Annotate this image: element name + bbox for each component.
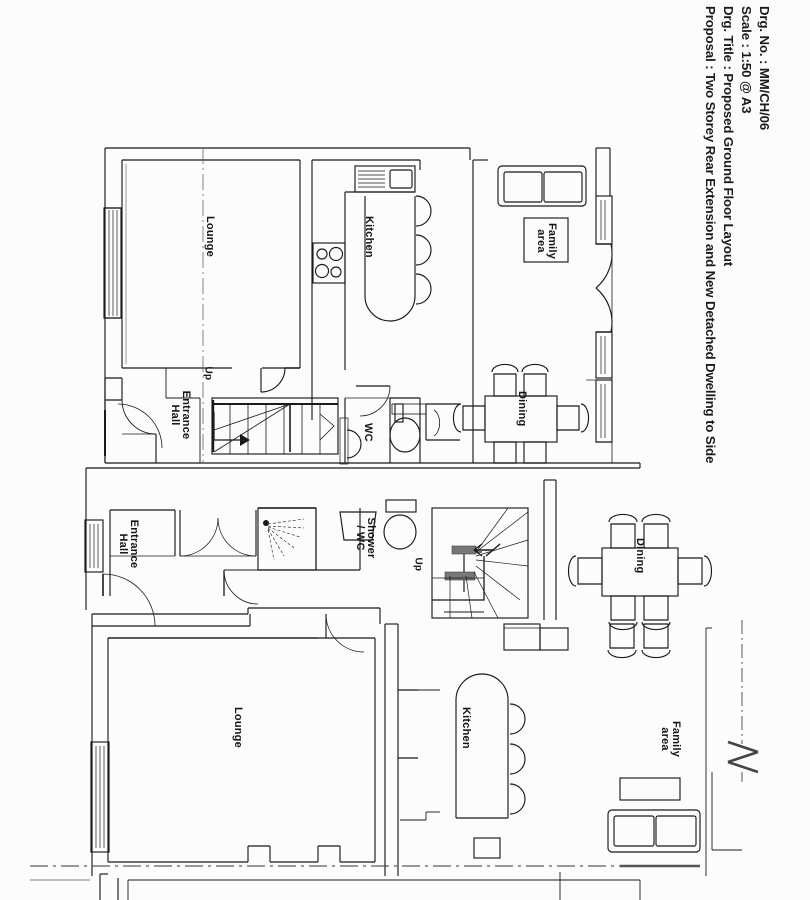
family-area-lower-line2: area (659, 727, 671, 751)
room-label-shower-wc: Shower / WC (354, 512, 377, 564)
lower-unit-outline (91, 607, 381, 876)
family-area-line2: area (535, 229, 547, 253)
stair-up-label-lower: Up (412, 557, 424, 572)
family-area-lower-line1: Family (670, 720, 682, 758)
upper-wc (339, 385, 427, 465)
room-label-dining-lower: Dining (634, 538, 646, 574)
lower-lounge-window (90, 741, 110, 853)
lower-unit-top-wall (85, 463, 641, 610)
kitchen-hob-upper (312, 242, 346, 284)
family-unit-upper (523, 217, 569, 263)
shower-wc-line2: / WC (354, 525, 366, 551)
entrance-hall-lower-line1: Entrance (128, 519, 140, 569)
title-block-drawing-number: Drg. No. : MM/CH/06 (757, 6, 772, 131)
entrance-hall-line2: Hall (169, 404, 181, 426)
room-label-wc-upper: WC (362, 423, 374, 442)
title-block: Proposal : Two Storey Rear Extension and… (700, 0, 810, 900)
room-label-lounge-lower: Lounge (232, 707, 244, 748)
lower-chairs-top (607, 623, 671, 659)
upper-right-wall (586, 147, 613, 463)
bottom-partial-plan (99, 872, 641, 900)
room-label-family-area-upper: Family area (535, 219, 558, 263)
entrance-hall-lower-line2: Hall (117, 533, 129, 555)
upper-store (425, 403, 460, 441)
room-label-entrance-hall-lower: Entrance Hall (117, 516, 140, 572)
family-unit-lower (619, 777, 681, 801)
lower-lounge-walls (92, 614, 376, 863)
stair-up-label-upper: Up (202, 366, 214, 381)
kitchen-stools-upper (415, 195, 432, 305)
title-block-drawing-title: Drg. Title : Proposed Ground Floor Layou… (721, 6, 736, 267)
lower-corridor (384, 623, 418, 876)
title-block-proposal: Proposal : Two Storey Rear Extension and… (703, 6, 718, 464)
dining-set-lower (567, 513, 713, 631)
lower-lounge-door (325, 613, 365, 653)
lower-stair (431, 507, 529, 619)
family-area-line1: Family (546, 222, 558, 260)
dining-set-upper (452, 363, 590, 464)
family-sofa-upper (497, 165, 587, 207)
title-block-scale: Scale : 1:50 @ A3 (739, 6, 754, 114)
room-label-dining-upper: Dining (516, 391, 528, 427)
kitchen-sink-upper (354, 165, 416, 193)
upper-lounge-walls (121, 159, 301, 369)
shower-wc (223, 499, 417, 605)
lower-right-wall (705, 627, 712, 876)
room-label-entrance-hall-upper: Entrance Hall (169, 387, 192, 443)
upper-hall-stair-wc (104, 377, 339, 463)
upper-kitchen-walls (311, 159, 421, 420)
upper-right-inner-wall (472, 159, 488, 463)
shower-wc-line1: Shower (365, 517, 377, 559)
site-boundary-and-break (711, 620, 759, 851)
room-label-family-area-lower: Family area (659, 717, 682, 761)
upper-lounge-door (260, 367, 300, 393)
lower-kitchen (400, 623, 569, 859)
room-label-kitchen-lower: Kitchen (460, 707, 472, 749)
family-sofa-lower (607, 809, 701, 853)
entrance-hall-line1: Entrance (180, 390, 192, 440)
lower-entrance-hall (84, 509, 257, 627)
room-label-lounge-upper: Lounge (204, 216, 216, 257)
room-label-kitchen-upper: Kitchen (363, 216, 375, 258)
upper-lounge-window (103, 207, 122, 319)
kitchen-island-upper (364, 196, 416, 322)
